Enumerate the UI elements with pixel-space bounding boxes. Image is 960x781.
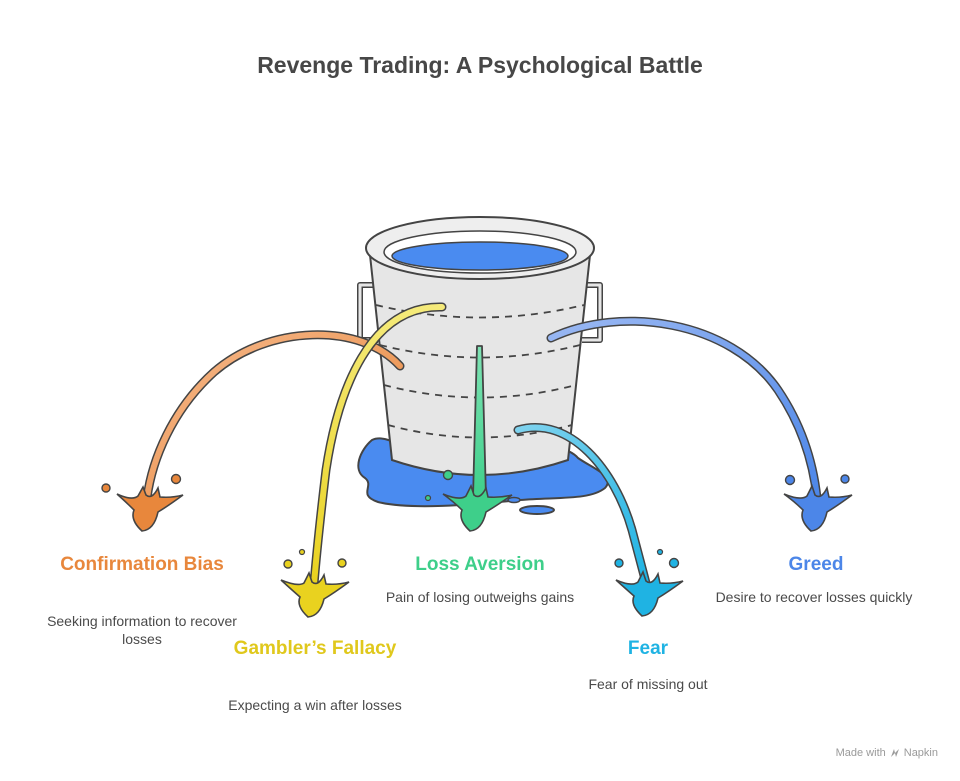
greed-title: Greed <box>788 554 844 575</box>
gamblers-fallacy-description: Expecting a win after losses <box>228 697 402 713</box>
page-title: Revenge Trading: A Psychological Battle <box>257 52 703 78</box>
loss-aversion-description: Pain of losing outweighs gains <box>385 589 575 605</box>
watermark-brand: Napkin <box>903 747 938 759</box>
watermark-prefix: Made with <box>835 747 886 759</box>
loss-aversion-title: Loss Aversion <box>415 554 545 575</box>
fear-stream <box>513 423 684 617</box>
napkin-logo-icon <box>890 749 899 757</box>
gamblers-fallacy-stream <box>280 302 447 618</box>
confirmation-bias-description: Seeking information to recover losses <box>47 613 237 647</box>
loss-aversion-stream <box>424 345 513 532</box>
greed-stream <box>546 316 853 532</box>
fear-title: Fear <box>627 638 669 659</box>
gamblers-fallacy-title: Gambler’s Fallacy <box>233 638 397 659</box>
greed-description: Desire to recover losses quickly <box>715 589 913 605</box>
fear-description: Fear of missing out <box>588 676 708 692</box>
watermark[interactable]: Made with Napkin <box>836 747 938 759</box>
confirmation-bias-title: Confirmation Bias <box>60 554 224 575</box>
confirmation-bias-stream <box>101 330 405 532</box>
